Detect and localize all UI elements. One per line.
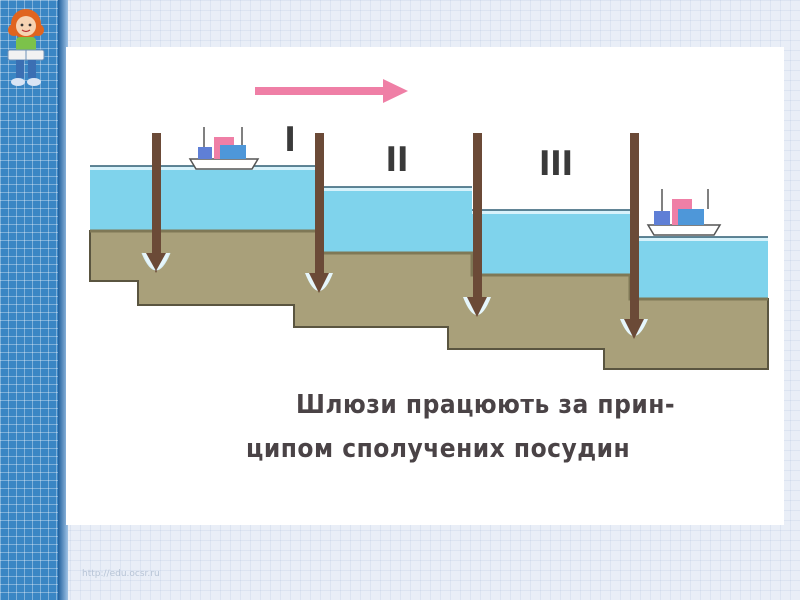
lock-gate-3 [463,133,491,317]
lock-gate-2 [305,133,333,293]
side-decoration-edge [58,0,68,600]
caption-text: Шлюзи працюють за прин- ципом сполучених… [246,383,766,471]
content-card: I II III [66,47,784,525]
arrow-right-icon [255,79,408,103]
caption-line-1: Шлюзи працюють за прин- [296,390,676,420]
chamber-label-1: I [284,120,295,160]
side-decoration-strip [0,0,58,600]
chamber-label-3: III [539,144,573,184]
chamber-label-group: I II III [284,120,573,184]
footer-url: http://edu.ocsr.ru [82,569,160,579]
lock-gate-1 [141,133,171,273]
girl-reading-mascot-icon [7,9,45,86]
canal-lock-diagram: I II III [89,79,769,370]
chamber-label-2: II [386,140,409,180]
ship-icon [646,189,722,236]
ship-icon [188,127,260,170]
lock-gate-4 [620,133,648,339]
caption-line-2: ципом сполучених посудин [246,434,631,464]
